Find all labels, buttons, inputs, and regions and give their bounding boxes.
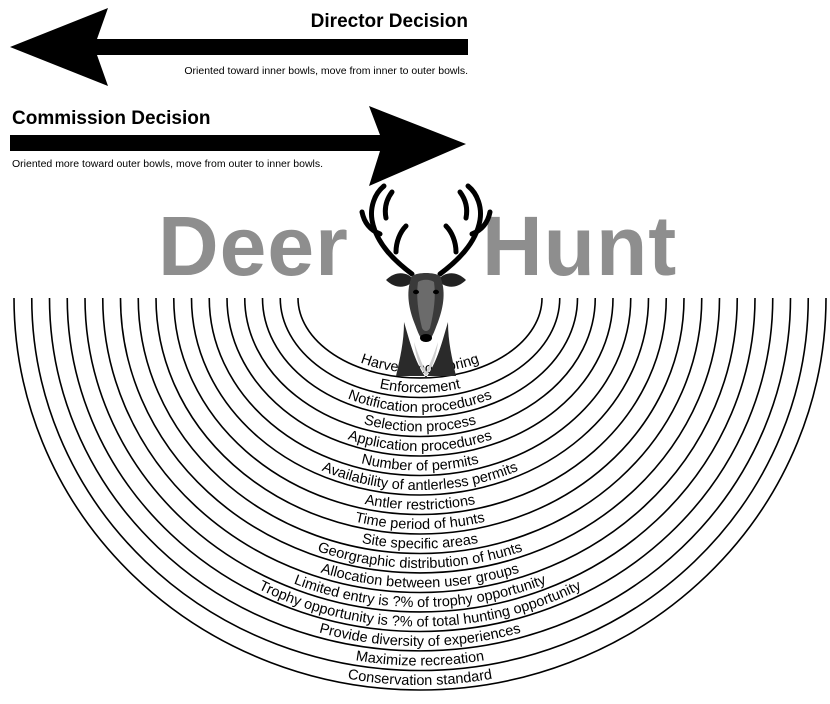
- banner-right-word: Hunt: [482, 199, 678, 293]
- director-decision-title: Director Decision: [310, 11, 468, 32]
- bowl-arc: [84, 297, 756, 613]
- bowl-label: Site specific areas: [361, 531, 479, 552]
- deer-head-icon: [359, 183, 493, 378]
- bowl-arc: [48, 297, 792, 652]
- bowl-arc: [190, 297, 650, 496]
- bowl-arc: [119, 297, 721, 574]
- bowl-arc: [155, 297, 685, 535]
- left-arrow-icon: [10, 8, 468, 186]
- bowl-label: Maximize recreation: [355, 648, 485, 669]
- director-decision-note: Oriented toward inner bowls, move from i…: [184, 65, 468, 77]
- bowl-arc: [208, 297, 632, 477]
- commission-decision-title: Commission Decision: [12, 108, 211, 129]
- bowl-label: Selection process: [362, 412, 477, 435]
- bowl-label: Time period of hunts: [354, 510, 486, 533]
- bowl-arc: [172, 297, 668, 516]
- bowl-arc: [101, 297, 739, 594]
- bowl-arc: [226, 297, 614, 457]
- commission-decision-note: Oriented more toward outer bowls, move f…: [12, 158, 324, 170]
- bowl-arc: [261, 297, 579, 418]
- bowl-arc: [243, 297, 597, 438]
- bowl-label: Antler restrictions: [364, 492, 477, 513]
- bowl-label: Conservation standard: [347, 667, 494, 689]
- bowl-arc: [297, 297, 543, 379]
- banner-left-word: Deer: [158, 199, 349, 293]
- right-arrow-icon: [10, 106, 466, 186]
- bowl-arc: [30, 297, 810, 672]
- bowl-arc: [279, 297, 561, 399]
- bowl-label: Number of permits: [360, 452, 480, 475]
- bowl-arc: [137, 297, 703, 555]
- bowl-arc: [66, 297, 774, 633]
- bowl-arc: [13, 297, 827, 691]
